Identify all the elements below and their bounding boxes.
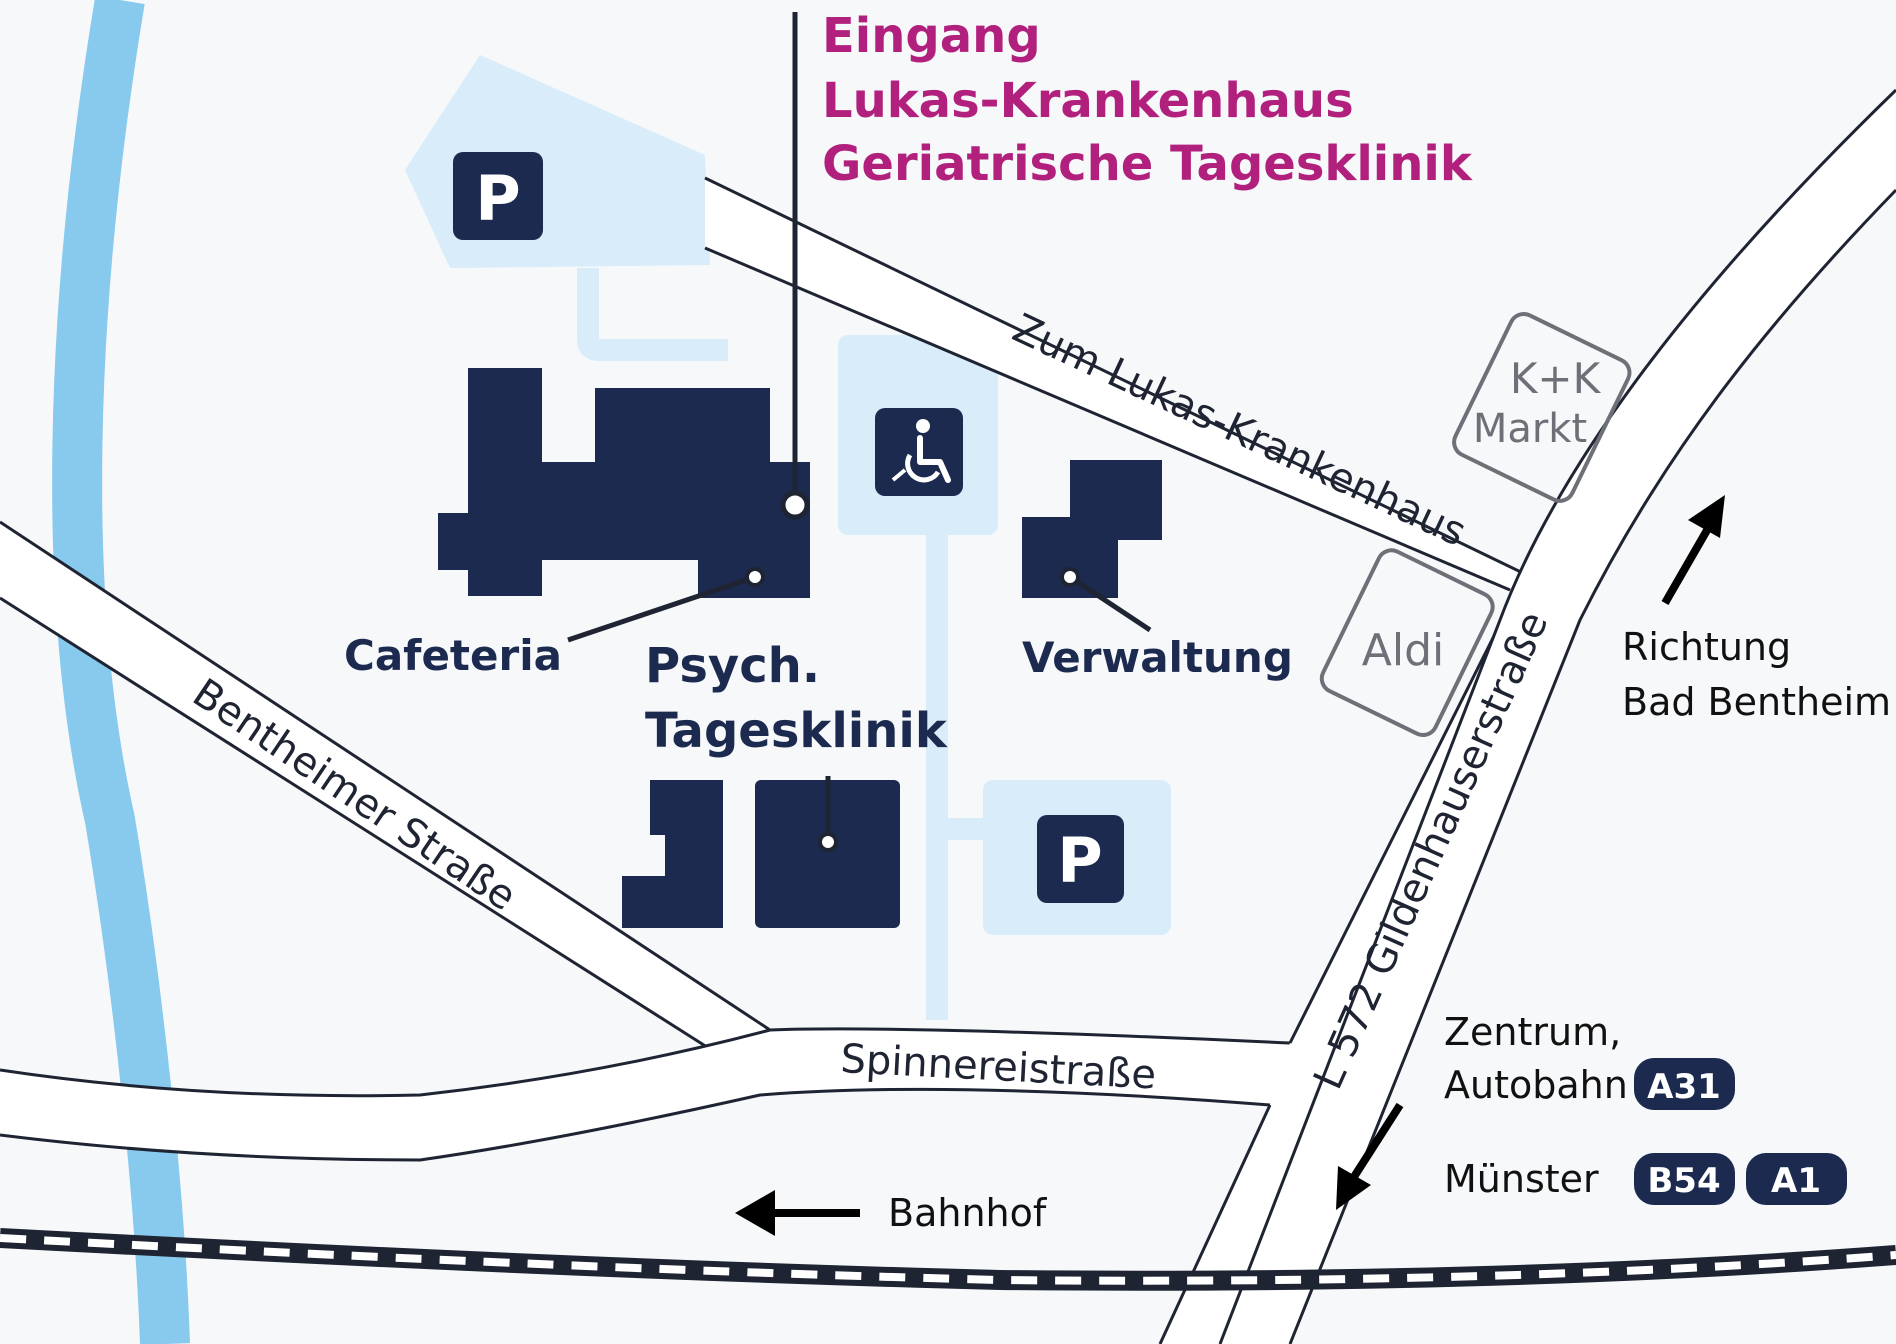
direction-bad-bentheim-line1: Richtung — [1622, 625, 1791, 669]
verwaltung-marker — [1060, 567, 1080, 587]
cafeteria-label: Cafeteria — [344, 631, 562, 680]
shops: K+K Markt Aldi — [1319, 312, 1632, 738]
direction-zentrum-line2: Autobahn — [1444, 1063, 1628, 1107]
svg-text:A1: A1 — [1771, 1161, 1821, 1201]
aldi-label: Aldi — [1362, 625, 1444, 676]
roads — [0, 88, 1896, 1344]
psych-label-line2: Tagesklinik — [645, 703, 948, 759]
parking-symbol-south: P — [1057, 824, 1102, 897]
kk-markt-label-2: Markt — [1473, 406, 1587, 452]
aldi-outline — [1319, 548, 1495, 738]
kk-markt-label-1: K+K — [1510, 354, 1602, 403]
psych-marker — [818, 832, 838, 852]
path-south — [926, 530, 948, 1020]
path-north — [577, 268, 728, 361]
wheelchair-icon — [875, 408, 963, 496]
direction-muenster: Münster — [1444, 1157, 1599, 1201]
psych-label-line1: Psych. — [645, 638, 820, 694]
building-main-hospital — [438, 368, 810, 598]
entrance-heading-line2: Lukas-Krankenhaus — [822, 73, 1354, 129]
arrow-zentrum — [1336, 1102, 1404, 1210]
building-west-annex — [622, 780, 723, 928]
pointer-lines — [567, 12, 1152, 852]
cafeteria-marker — [745, 567, 765, 587]
arrow-bahnhof — [735, 1190, 860, 1236]
railway — [0, 1228, 1896, 1291]
badge-a1: A1 — [1746, 1153, 1847, 1205]
road-zum-lukas-krankenhaus — [705, 178, 1525, 590]
svg-text:A31: A31 — [1647, 1067, 1721, 1107]
verwaltung-label: Verwaltung — [1022, 633, 1293, 682]
kk-markt-outline — [1452, 312, 1632, 503]
svg-text:B54: B54 — [1647, 1161, 1720, 1201]
entrance-heading-line1: Eingang — [822, 8, 1041, 64]
entrance-marker — [780, 490, 810, 520]
river — [52, 0, 190, 1344]
entrance-heading-line3: Geriatrische Tagesklinik — [822, 136, 1473, 192]
direction-zentrum-line1: Zentrum, — [1444, 1010, 1621, 1054]
road-gildenhauserstrasse — [1220, 90, 1896, 1344]
road-bentheimer-strasse — [0, 522, 770, 1068]
badge-a31: A31 — [1634, 1058, 1735, 1110]
direction-bad-bentheim-line2: Bad Bentheim — [1622, 680, 1891, 724]
buildings — [438, 368, 1162, 928]
road-spinnereistrasse — [0, 1028, 1290, 1160]
badge-b54: B54 — [1634, 1153, 1735, 1205]
building-verwaltung — [1022, 460, 1162, 598]
parking-sign-north: P — [453, 152, 543, 240]
direction-bahnhof: Bahnhof — [888, 1191, 1048, 1235]
parking-sign-south: P — [1037, 815, 1124, 903]
building-psych-tagesklinik — [755, 780, 900, 928]
parking-symbol-north: P — [475, 162, 520, 235]
arrow-bad-bentheim — [1661, 495, 1725, 605]
